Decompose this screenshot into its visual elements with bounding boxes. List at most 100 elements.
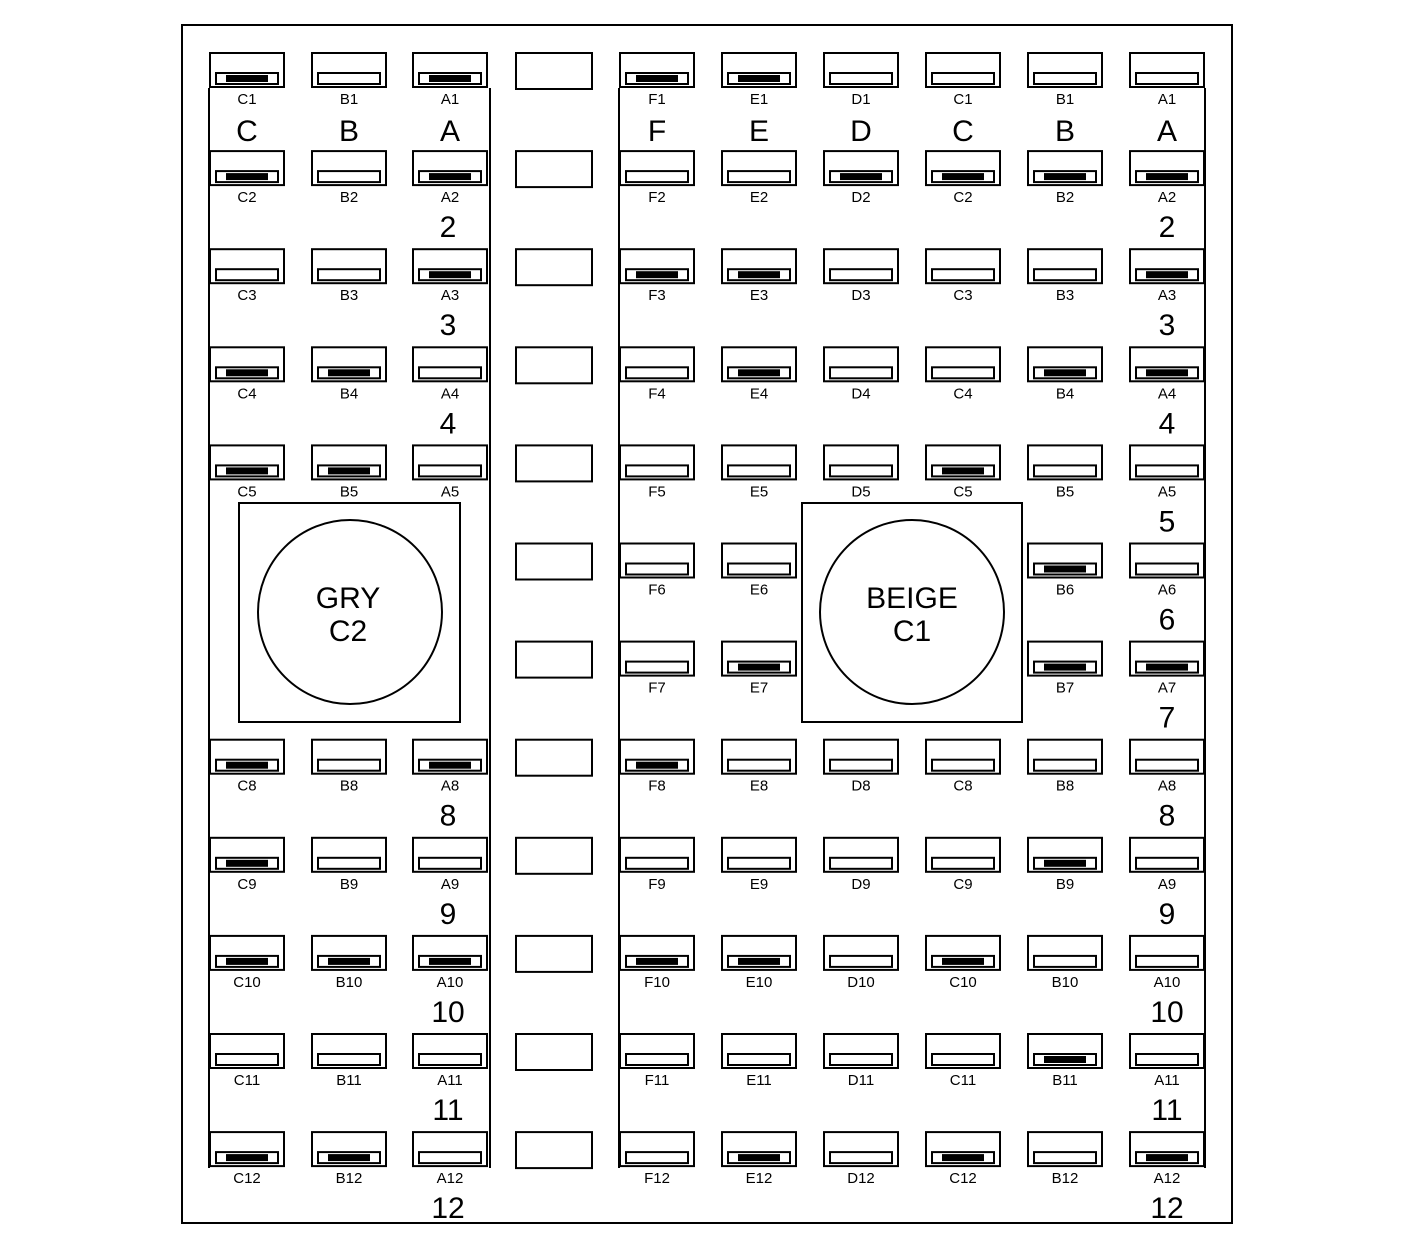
terminal-pin — [1044, 1056, 1086, 1063]
terminal-label: F4 — [648, 385, 666, 402]
terminal-cavity: B5 — [311, 444, 387, 500]
terminal-pin — [1044, 859, 1086, 867]
terminal-pin — [1146, 1154, 1188, 1162]
row-marker: 10 — [431, 996, 464, 1029]
terminal-cavity: C3 — [925, 248, 1001, 304]
terminal-label: C4 — [237, 385, 256, 402]
terminal-cavity: B2 — [311, 150, 387, 206]
terminal-cavity: D12 — [823, 1131, 899, 1187]
terminal-label: A9 — [441, 876, 459, 893]
terminal-label: B9 — [1056, 876, 1074, 893]
terminal-cavity: C4 — [925, 346, 1001, 402]
c2-color-label: GRY — [316, 582, 380, 615]
terminal-pin — [429, 761, 471, 769]
terminal-slot — [727, 1053, 791, 1066]
terminal-label: B11 — [336, 1072, 362, 1089]
terminal-label: D8 — [851, 778, 870, 795]
terminal-label: F1 — [648, 91, 666, 108]
terminal-cavity: F4 — [619, 346, 695, 402]
terminal-label: D10 — [847, 974, 875, 991]
terminal-label: C1 — [953, 91, 972, 108]
terminal-label: A10 — [437, 974, 464, 991]
terminal-pin — [226, 957, 268, 965]
terminal-cavity: A3 — [1129, 248, 1205, 304]
column-header: A — [1157, 115, 1177, 148]
terminal-label: B9 — [340, 876, 358, 893]
terminal-slot — [829, 366, 893, 380]
terminal-label: A3 — [1158, 287, 1176, 304]
terminal-label: C11 — [950, 1072, 976, 1089]
terminal-label: E4 — [750, 385, 768, 402]
terminal-slot — [317, 856, 381, 870]
terminal-cavity: F6 — [619, 542, 695, 599]
terminal-slot — [931, 758, 995, 772]
terminal-label: C12 — [949, 1170, 977, 1187]
terminal-pin — [226, 761, 268, 769]
row-marker: 3 — [1159, 309, 1176, 342]
terminal-label: E11 — [746, 1072, 772, 1089]
terminal-label: B5 — [1056, 483, 1074, 500]
terminal-label: D4 — [851, 385, 870, 402]
terminal-cavity: B6 — [1027, 542, 1103, 599]
blank-cavity — [515, 1033, 593, 1071]
terminal-label: A2 — [441, 189, 459, 206]
terminal-label: E8 — [750, 778, 768, 795]
terminal-slot — [625, 366, 689, 380]
terminal-slot — [625, 1053, 689, 1066]
row-marker: 8 — [1159, 800, 1176, 833]
c2-id-label: C2 — [329, 615, 367, 648]
terminal-slot — [1135, 72, 1199, 85]
terminal-label: C10 — [233, 974, 261, 991]
terminal-label: C3 — [953, 287, 972, 304]
terminal-slot — [625, 170, 689, 184]
terminal-slot — [418, 366, 482, 380]
terminal-label: E12 — [746, 1170, 773, 1187]
terminal-slot — [727, 464, 791, 478]
terminal-slot — [317, 170, 381, 184]
terminal-cavity: A12 — [1129, 1131, 1205, 1187]
blank-cavity-column — [515, 52, 593, 1170]
terminal-cavity: A11 — [1129, 1033, 1205, 1089]
row-marker: 8 — [440, 800, 457, 833]
terminal-label: A2 — [1158, 189, 1176, 206]
terminal-slot — [418, 464, 482, 478]
column-header: E — [749, 115, 769, 148]
terminal-cavity: E8 — [721, 738, 797, 795]
terminal-cavity: B5 — [1027, 444, 1103, 500]
terminal-cavity: A3 — [412, 248, 488, 304]
terminal-slot — [418, 1053, 482, 1066]
terminal-cavity: E10 — [721, 934, 797, 991]
blank-cavity — [515, 1131, 593, 1170]
terminal-slot — [625, 1151, 689, 1165]
terminal-cavity: F10 — [619, 934, 695, 991]
terminal-cavity: F8 — [619, 738, 695, 795]
terminal-label: A5 — [441, 483, 459, 500]
terminal-pin — [1146, 369, 1188, 377]
column-header: A — [440, 115, 460, 148]
column-header: B — [1055, 115, 1075, 148]
terminal-label: B6 — [1056, 582, 1074, 599]
terminal-cavity: E1 — [721, 52, 797, 108]
terminal-label: D9 — [851, 876, 870, 893]
terminal-pin — [328, 369, 370, 377]
terminal-slot — [727, 856, 791, 870]
terminal-cavity: B2 — [1027, 150, 1103, 206]
terminal-slot — [727, 170, 791, 184]
row-marker: 2 — [1159, 211, 1176, 244]
terminal-label: C12 — [233, 1170, 261, 1187]
terminal-label: B7 — [1056, 680, 1074, 697]
terminal-label: D3 — [851, 287, 870, 304]
terminal-cavity: B11 — [311, 1033, 387, 1089]
terminal-pin — [1044, 173, 1086, 181]
c2-label-circle — [257, 519, 443, 705]
blank-cavity — [515, 52, 593, 90]
terminal-pin — [738, 957, 780, 965]
terminal-slot — [1033, 268, 1097, 282]
